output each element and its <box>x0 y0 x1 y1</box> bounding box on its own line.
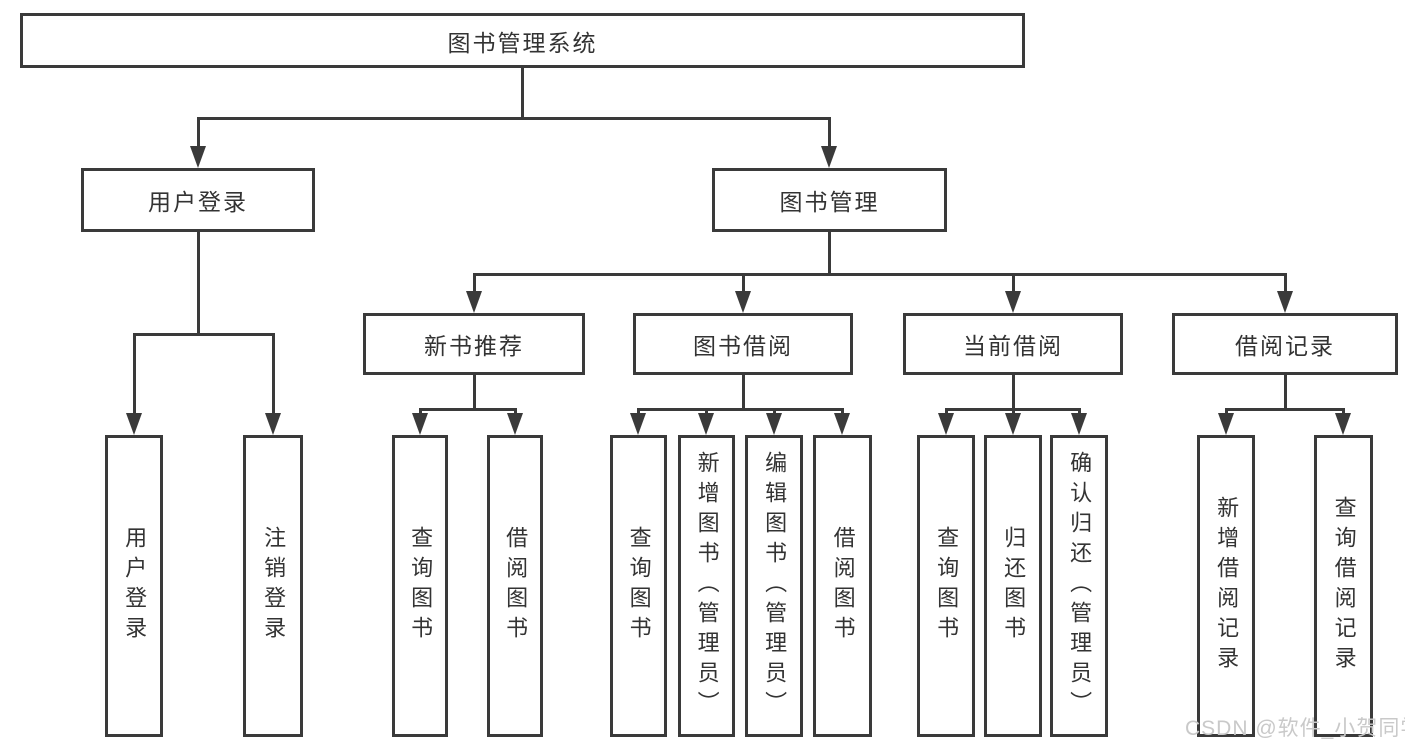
connector-root-stub <box>521 66 524 120</box>
csdn-watermark: CSDN @软件_小贺同学 <box>1185 717 1405 740</box>
leaf-user-login-label: 用户登录 <box>122 526 148 646</box>
arrowhead-records-query <box>1335 413 1351 435</box>
node-borrow-records-label: 借阅记录 <box>1235 333 1335 359</box>
connector-rail-records <box>1225 408 1344 411</box>
leaf-borrow-add-books-label: 新增图书（管理员） <box>694 451 720 721</box>
arrowhead-current-borrow <box>1005 291 1021 313</box>
leaf-current-confirm-return-label: 确认归还（管理员） <box>1067 451 1093 721</box>
connector-rail-level3 <box>473 273 1287 276</box>
node-book-borrow: 图书借阅 <box>633 313 853 375</box>
connector-rail-borrow <box>637 408 844 411</box>
connector-drop-book-mgmt <box>828 117 831 149</box>
leaf-borrow-query-books-label: 查询图书 <box>626 526 652 646</box>
connector-drop-borrow-records <box>1284 273 1287 297</box>
arrowhead-borrow-edit <box>766 413 782 435</box>
node-root-label: 图书管理系统 <box>447 29 598 56</box>
leaf-current-confirm-return: 确认归还（管理员） <box>1050 435 1108 737</box>
leaf-user-login: 用户登录 <box>105 435 163 737</box>
node-book-management: 图书管理 <box>712 168 947 232</box>
leaf-borrow-edit-books-label: 编辑图书（管理员） <box>762 451 788 721</box>
node-current-borrow: 当前借阅 <box>903 313 1123 375</box>
connector-book-mgmt-stub <box>828 232 831 276</box>
leaf-borrow-borrow-books-label: 借阅图书 <box>830 526 856 646</box>
node-user-login: 用户登录 <box>81 168 315 232</box>
leaf-current-query-books: 查询图书 <box>917 435 975 737</box>
arrowhead-borrow-query <box>630 413 646 435</box>
node-borrow-records: 借阅记录 <box>1172 313 1398 375</box>
leaf-rec-borrow-books-label: 借阅图书 <box>503 526 529 646</box>
node-user-login-label: 用户登录 <box>148 189 248 215</box>
leaf-records-query: 查询借阅记录 <box>1314 435 1373 737</box>
connector-current-stub <box>1012 375 1015 411</box>
arrowhead-current-return <box>1005 413 1021 435</box>
arrowhead-rec-query <box>412 413 428 435</box>
arrowhead-new-book-rec <box>466 291 482 313</box>
connector-rail-user-login <box>133 333 275 336</box>
leaf-borrow-add-books: 新增图书（管理员） <box>678 435 735 737</box>
leaf-current-return-books: 归还图书 <box>984 435 1042 737</box>
leaf-records-add: 新增借阅记录 <box>1197 435 1255 737</box>
connector-drop-user-login <box>197 117 200 149</box>
node-book-borrow-label: 图书借阅 <box>693 333 793 359</box>
arrowhead-login-logout <box>265 413 281 435</box>
connector-drop-book-borrow <box>742 273 745 297</box>
leaf-borrow-edit-books: 编辑图书（管理员） <box>745 435 803 737</box>
leaf-borrow-borrow-books: 借阅图书 <box>813 435 872 737</box>
connector-drop-new-book-rec <box>473 273 476 297</box>
leaf-rec-borrow-books: 借阅图书 <box>487 435 543 737</box>
connector-drop-current-borrow <box>1012 273 1015 297</box>
node-book-management-label: 图书管理 <box>779 189 880 215</box>
connector-rail-rec <box>419 408 517 411</box>
arrowhead-current-confirm <box>1071 413 1087 435</box>
leaf-records-add-label: 新增借阅记录 <box>1214 496 1240 676</box>
leaf-logout-label: 注销登录 <box>261 526 287 646</box>
node-root: 图书管理系统 <box>20 13 1025 68</box>
arrowhead-borrow-borrow <box>834 413 850 435</box>
leaf-rec-query-books-label: 查询图书 <box>408 526 434 646</box>
leaf-borrow-query-books: 查询图书 <box>610 435 667 737</box>
leaf-current-query-books-label: 查询图书 <box>934 526 960 646</box>
arrowhead-current-query <box>938 413 954 435</box>
node-current-borrow-label: 当前借阅 <box>963 333 1063 359</box>
connector-rec-stub <box>473 375 476 411</box>
arrowhead-book-borrow <box>735 291 751 313</box>
arrowhead-borrow-records <box>1277 291 1293 313</box>
leaf-rec-query-books: 查询图书 <box>392 435 448 737</box>
leaf-records-query-label: 查询借阅记录 <box>1331 496 1357 676</box>
connector-user-login-stub <box>197 232 200 336</box>
arrowhead-user-login <box>190 146 206 168</box>
arrowhead-borrow-add <box>698 413 714 435</box>
node-new-book-recommend: 新书推荐 <box>363 313 585 375</box>
leaf-current-return-books-label: 归还图书 <box>1001 526 1027 646</box>
arrowhead-records-add <box>1218 413 1234 435</box>
connector-rail-level2 <box>197 117 831 120</box>
connector-records-stub <box>1284 375 1287 411</box>
arrowhead-login-query <box>126 413 142 435</box>
connector-drop-login-logout <box>272 333 275 415</box>
connector-drop-login-query <box>133 333 136 415</box>
node-new-book-recommend-label: 新书推荐 <box>424 333 524 359</box>
leaf-logout: 注销登录 <box>243 435 303 737</box>
connector-borrow-stub <box>742 375 745 411</box>
arrowhead-rec-borrow <box>507 413 523 435</box>
arrowhead-book-mgmt <box>821 146 837 168</box>
